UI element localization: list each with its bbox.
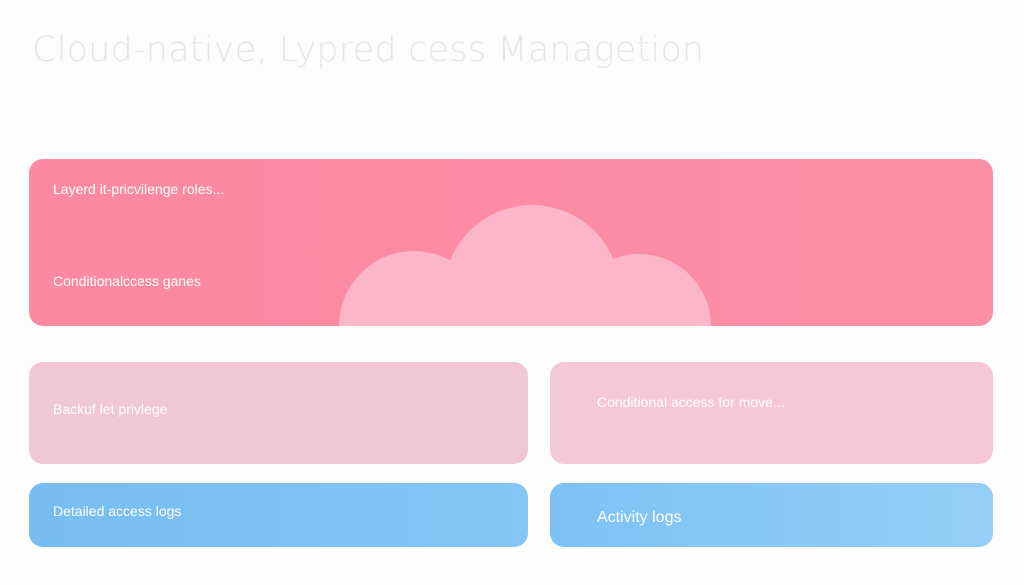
cloud-icon xyxy=(339,205,711,326)
conditional-access-label: Conditionalccess ganes xyxy=(53,273,201,289)
conditional-access-move-label: Conditional access for move... xyxy=(597,394,785,410)
layered-privilege-roles-label: Layerd it-pricvilenge roles... xyxy=(53,181,225,197)
activity-logs-label: Activity logs xyxy=(597,509,682,526)
layered-privilege-panel: Layerd it-pricvilenge roles... Condition… xyxy=(29,159,993,326)
activity-logs-card: Activity logs xyxy=(550,483,993,547)
detailed-access-logs-card: Detailed access logs xyxy=(29,483,528,547)
detailed-access-logs-label: Detailed access logs xyxy=(53,503,182,519)
backup-privilege-label: Backuf let privlege xyxy=(53,401,168,417)
backup-privilege-card: Backuf let privlege xyxy=(29,362,528,464)
page-title: Cloud-native, Lypred cess Managetion xyxy=(32,30,705,70)
conditional-access-card: Conditional access for move... xyxy=(550,362,993,464)
